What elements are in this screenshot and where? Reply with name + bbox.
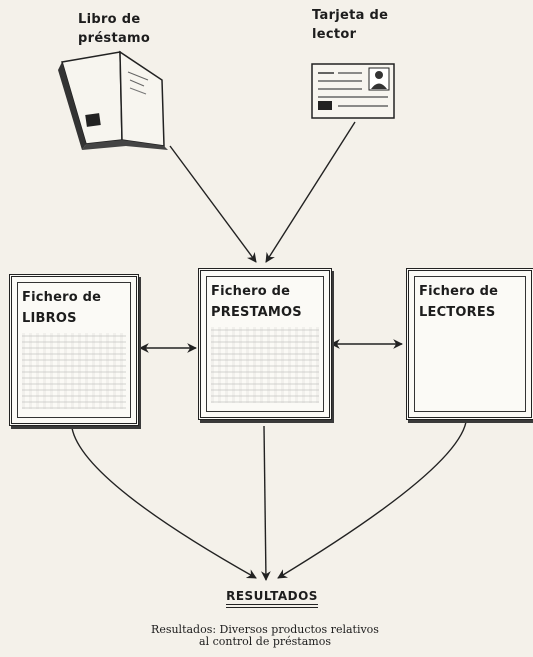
fichero-prestamos-box: Fichero de PRESTAMOS	[198, 268, 332, 420]
resultados-underline	[226, 604, 318, 605]
fichero-lectores-box: Fichero de LECTORES	[406, 268, 533, 420]
open-book-icon	[58, 50, 168, 150]
arrow-lectores-to-resultados	[277, 421, 467, 579]
fichero-libros-title: Fichero de LIBROS	[22, 290, 102, 326]
tarjeta-lector-label: Tarjeta de lector	[312, 8, 389, 42]
arrow-tarjeta-to-prestamos	[265, 121, 356, 263]
fichero-prestamos-title: Fichero de PRESTAMOS	[211, 284, 302, 320]
fichero-lectores-title: Fichero de LECTORES	[419, 284, 499, 320]
arrow-libro-to-prestamos	[169, 145, 257, 263]
arrow-libros-to-resultados	[71, 427, 257, 579]
fichero-libros-box: Fichero de LIBROS	[9, 274, 139, 426]
libro-prestamo-label: Libro de préstamo	[78, 12, 151, 46]
arrow-prestamos-to-resultados	[260, 425, 271, 581]
resultados-label: RESULTADOS	[224, 589, 320, 608]
resultados-underline	[226, 607, 318, 608]
figure-caption: Resultados: Diversos productos relativos…	[151, 623, 379, 648]
illegible-text-texture	[22, 333, 126, 409]
reader-card-icon	[311, 63, 395, 119]
illegible-text-texture	[211, 327, 319, 403]
